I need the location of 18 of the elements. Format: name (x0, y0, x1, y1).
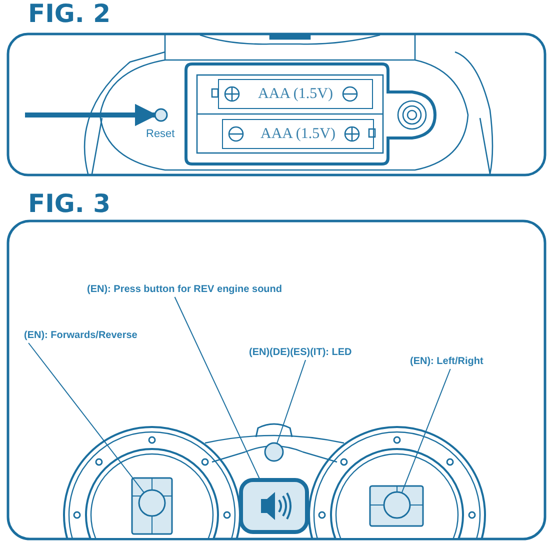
leader-line (401, 368, 451, 494)
figure-heading: FIG. 3 (28, 190, 110, 218)
battery-cell: AAA (1.5V) (222, 119, 374, 149)
callout-label: (EN)(DE)(ES)(IT): LED (249, 347, 352, 359)
callout-label: (EN): Left/Right (410, 356, 484, 368)
sound-button (239, 478, 309, 534)
figure-heading: FIG. 2 (28, 0, 110, 28)
reset-button (154, 108, 168, 122)
round-button (138, 489, 166, 517)
callout-label: (EN): Press button for REV engine sound (87, 284, 282, 296)
leader-line (276, 360, 306, 444)
leader-line (174, 296, 260, 480)
led-light (264, 442, 284, 462)
callout-label: (EN): Forwards/Reverse (24, 330, 138, 342)
round-button (383, 491, 411, 519)
button-label: Reset (146, 128, 175, 140)
leader-line (28, 342, 145, 494)
battery-cell: AAA (1.5V) (218, 79, 373, 109)
